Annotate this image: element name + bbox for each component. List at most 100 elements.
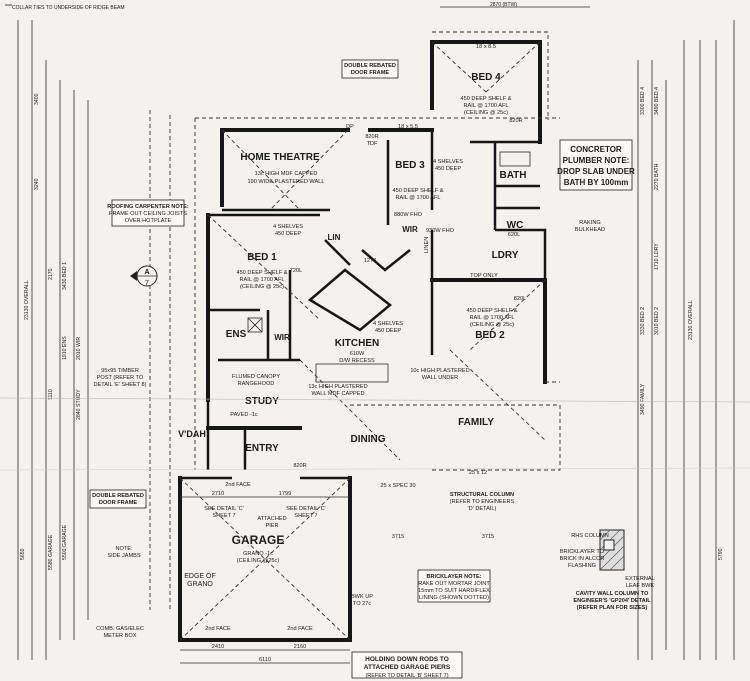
bed4-size: 18 x 8.5 <box>476 44 496 50</box>
side-dim-left-2: 2170 <box>48 268 54 280</box>
side-dim-left-1: 3240 <box>34 178 40 190</box>
section-marker: A 7 <box>130 265 158 287</box>
bed1-shelves-1: 450 DEEP <box>275 231 301 237</box>
svg-text:STRUCTURAL COLUMN: STRUCTURAL COLUMN <box>450 492 514 498</box>
bed3-shelves-1: 450 DEEP <box>435 166 461 172</box>
side-dim-right-0: 3300 BED 4 <box>640 87 646 115</box>
side-dim-left-14: 5580 GARAGE <box>48 534 54 570</box>
home-theatre-name: HOME THEATRE <box>240 152 320 163</box>
dim-1799: 1799 <box>279 491 291 497</box>
dim-2160: 2160 <box>294 644 306 650</box>
svg-text:OVER HOTPLATE: OVER HOTPLATE <box>125 218 172 224</box>
side-dim-left-7: 1110 <box>48 389 54 400</box>
top-dim-1: 2870 (BTW) <box>490 2 517 8</box>
bed3-shelves-0: 4 SHELVES <box>433 159 463 165</box>
svg-text:BRICK IN ALCOR: BRICK IN ALCOR <box>560 556 605 562</box>
note-timber-post: 95x95 TIMBER POST (REFER TO DETAIL 'E' S… <box>93 368 146 388</box>
svg-text:ENGINEER'S 'GP204' DETAIL: ENGINEER'S 'GP204' DETAIL <box>573 598 651 604</box>
side-dim-right-5: 3010 BED 2 <box>654 307 660 335</box>
svg-text:BULKHEAD: BULKHEAD <box>575 227 605 233</box>
bed4-name: BED 4 <box>471 72 501 83</box>
svg-text:HOLDING DOWN RODS TO: HOLDING DOWN RODS TO <box>365 656 449 663</box>
see-detail-c-0: SEE DETAIL 'C' <box>204 506 243 512</box>
door-930w: 930W FHO <box>426 228 455 234</box>
door-820r-top: 820R <box>365 134 378 140</box>
bed3-name: BED 3 <box>395 160 425 171</box>
svg-text:95x95 TIMBER: 95x95 TIMBER <box>101 368 139 374</box>
svg-text:BRICKLAYER NOTE:: BRICKLAYER NOTE: <box>426 574 481 580</box>
note-raking-bulkhead: RAKING BULKHEAD <box>575 220 605 233</box>
svg-text:(REFER TO DETAIL 'B' SHEET 7): (REFER TO DETAIL 'B' SHEET 7) <box>365 673 448 679</box>
kitchen-detail-0: 610W <box>350 351 365 357</box>
family-name: FAMILY <box>458 417 494 428</box>
face-bottom-left: 2nd FACE <box>205 626 231 632</box>
note-double-rebated-left: DOUBLE REBATED DOOR FRAME <box>89 489 147 509</box>
door-820l: 820L <box>514 296 526 302</box>
tdf-label: TDF <box>367 141 378 147</box>
canopy-0: FLUMED CANOPY <box>232 374 280 380</box>
dim-3715b: 3715 <box>482 534 494 540</box>
side-dim-left-18: 5650 <box>20 548 26 560</box>
side-dim-left-4: 1910 ENS <box>62 336 68 360</box>
kitchen-island <box>315 363 389 383</box>
kitchen-name: KITCHEN <box>335 338 379 349</box>
wir-top-name: WIR <box>402 225 418 234</box>
svg-text:LEAF BWK: LEAF BWK <box>626 583 655 589</box>
see-detail-c2-1: SHEET 7 <box>294 513 317 519</box>
note-double-rebated-top: DOUBLE REBATED DOOR FRAME <box>341 59 399 79</box>
side-dim-right-2: 2270 BATH <box>654 163 660 190</box>
family-wall-note-0: 10c HIGH PLASTERED <box>410 368 469 374</box>
home-theatre-detail-1: 190 WIDE PLASTERED WALL <box>248 179 325 185</box>
wir-name: WIR <box>274 333 290 342</box>
kitchen-wall-note-0: 13c HIGH PLASTERED <box>308 384 367 390</box>
svg-text:FRAME OUT CEILING JOISTS: FRAME OUT CEILING JOISTS <box>109 211 187 217</box>
entry-name: ENTRY <box>245 443 279 454</box>
garage-sub-1: (CEILING @25c) <box>237 558 279 564</box>
cavity-wall-detail: RHS COLUMN BRICKLAYER TO BRICK IN ALCOR … <box>560 529 655 611</box>
svg-text:ROOFING CARPENTER NOTE:: ROOFING CARPENTER NOTE: <box>107 204 189 210</box>
bed4-detail-1: RAIL @ 1700 AFL <box>464 103 509 109</box>
bath-name: BATH <box>499 170 526 181</box>
note-structural-column: STRUCTURAL COLUMN (REFER TO ENGINEERS 'D… <box>450 492 515 512</box>
vdah-name: V'DAH <box>178 429 206 439</box>
dim-25x12: 25 x 12 <box>469 470 487 476</box>
right-dimension-strings <box>637 20 735 660</box>
bed2-detail-1: RAIL @ 1700 AFL <box>470 315 515 321</box>
svg-text:METER BOX: METER BOX <box>104 633 137 639</box>
study-paved: PAVED -1c <box>230 412 258 418</box>
family-wall-note-1: WALL UNDER <box>422 375 458 381</box>
attached-pier-0: ATTACHED <box>257 516 286 522</box>
bed4-detail-2: (CEILING @ 25c) <box>464 110 508 116</box>
note-bricklayer: BRICKLAYER NOTE: RAKE OUT MORTAR JOINT 1… <box>417 569 491 603</box>
svg-text:BATH BY 100mm: BATH BY 100mm <box>564 178 629 187</box>
svg-text:DOOR FRAME: DOOR FRAME <box>351 70 389 76</box>
note-holding-down: HOLDING DOWN RODS TO ATTACHED GARAGE PIE… <box>351 651 463 679</box>
ldry-name: LDRY <box>492 250 519 261</box>
svg-text:POST (REFER TO: POST (REFER TO <box>97 375 144 381</box>
linen-name: LINEN <box>424 237 430 253</box>
dim-2710: 2710 <box>212 491 224 497</box>
top-only: TOP ONLY <box>470 273 498 279</box>
svg-text:CAVITY WALL COLUMN TO: CAVITY WALL COLUMN TO <box>576 591 649 597</box>
svg-text:DROP SLAB UNDER: DROP SLAB UNDER <box>557 167 635 176</box>
svg-text:RHS COLUMN: RHS COLUMN <box>571 533 609 539</box>
shower <box>247 317 263 333</box>
bed4-detail-0: 450 DEEP SHELF & <box>461 96 512 102</box>
bed1-shelves-0: 4 SHELVES <box>273 224 303 230</box>
svg-text:DOUBLE REBATED: DOUBLE REBATED <box>92 493 144 499</box>
door-820r-entry: 820R <box>293 463 306 469</box>
bed1-detail-2: (CEILING @ 25c) <box>240 284 284 290</box>
overall-left: 23130 OVERALL <box>24 280 30 320</box>
walls <box>178 31 561 642</box>
svg-text:BRICKLAYER TO: BRICKLAYER TO <box>560 549 605 555</box>
door-820r-bed4: 820R <box>509 118 522 124</box>
bed3-detail-1: RAIL @ 1700 AFL <box>396 195 441 201</box>
side-dim-right-1: 3490 BED 4 <box>654 87 660 115</box>
see-detail-c2-0: SEE DETAIL 'C' <box>286 506 325 512</box>
dim-6110: 6110 <box>259 657 271 663</box>
svg-text:DOOR FRAME: DOOR FRAME <box>99 500 137 506</box>
svg-text:'D' DETAIL): 'D' DETAIL) <box>468 506 497 512</box>
svg-text:CONCRETOR: CONCRETOR <box>570 145 622 154</box>
svg-text:DOUBLE REBATED: DOUBLE REBATED <box>344 63 396 69</box>
